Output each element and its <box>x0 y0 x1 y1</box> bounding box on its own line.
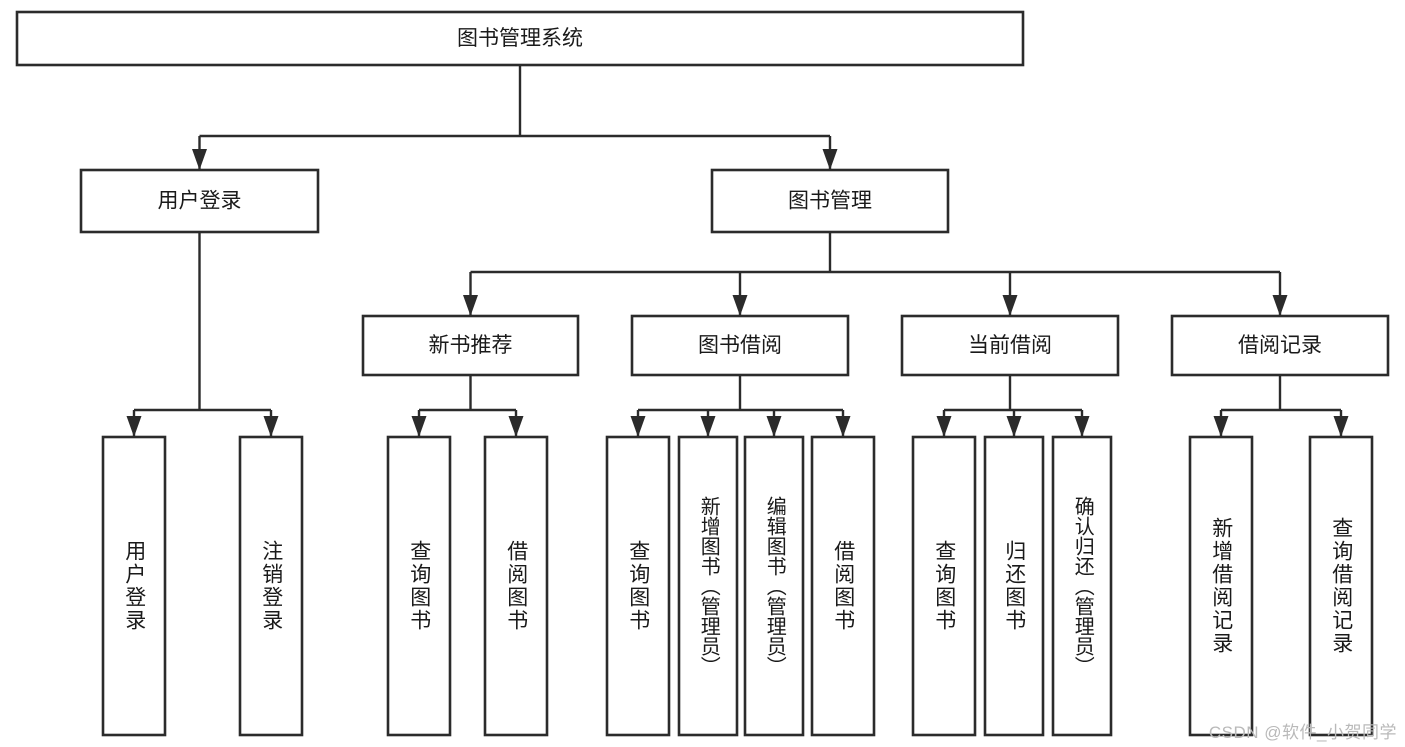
node-leaf-2 <box>386 435 452 737</box>
node-level3-3 <box>1170 314 1390 377</box>
node-leaf-1 <box>238 435 304 737</box>
node-root <box>15 10 1025 67</box>
node-label: 用户登录 <box>158 190 242 213</box>
arrow-head <box>411 416 427 437</box>
arrow-head <box>822 149 838 170</box>
node-label: 图书管理 <box>788 190 872 213</box>
node-leaf-7 <box>810 435 876 737</box>
node-label: 借阅记录 <box>1238 334 1322 357</box>
node-level2-1 <box>710 168 950 234</box>
arrow-head <box>1006 416 1022 437</box>
node-leaf-11 <box>1188 435 1254 737</box>
watermark-text: CSDN @软件_小贺同学 <box>1208 723 1397 742</box>
node-leaf-9 <box>983 435 1045 737</box>
node-level3-1 <box>630 314 850 377</box>
arrow-head <box>263 416 279 437</box>
node-leaf-12 <box>1308 435 1374 737</box>
node-leaf-3 <box>483 435 549 737</box>
arrow-head <box>463 295 478 316</box>
arrow-head <box>700 416 716 437</box>
node-label: 当前借阅 <box>968 334 1052 357</box>
node-leaf-4 <box>605 435 671 737</box>
node-label: 图书借阅 <box>698 334 782 357</box>
arrow-head <box>1333 416 1349 437</box>
arrow-head <box>1272 295 1288 316</box>
arrow-head <box>766 416 782 437</box>
arrow-head <box>732 295 748 316</box>
node-level3-0 <box>361 314 580 377</box>
node-boxes <box>15 10 1390 737</box>
node-level3-2 <box>900 314 1120 377</box>
connector-lines <box>126 65 1349 437</box>
arrow-head <box>1002 295 1018 316</box>
node-leaf-10 <box>1051 435 1113 737</box>
arrow-head <box>508 416 524 437</box>
arrow-head <box>192 149 207 170</box>
node-leaf-8 <box>911 435 977 737</box>
arrow-head <box>936 416 952 437</box>
node-label: 新书推荐 <box>429 334 513 357</box>
node-label: 图书管理系统 <box>457 27 583 50</box>
arrow-head <box>1074 416 1090 437</box>
arrow-head <box>126 416 142 437</box>
node-level2-0 <box>79 168 320 234</box>
arrow-head <box>835 416 851 437</box>
node-leaf-6 <box>743 435 805 737</box>
arrow-head <box>630 416 646 437</box>
node-leaf-0 <box>101 435 167 737</box>
arrow-head <box>1213 416 1229 437</box>
node-leaf-5 <box>677 435 739 737</box>
